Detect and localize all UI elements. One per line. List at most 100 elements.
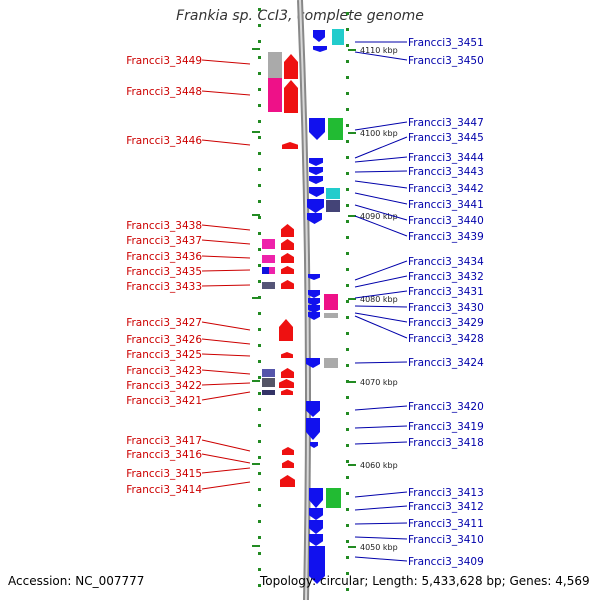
gene-label-francci3-3439[interactable]: Francci3_3439 <box>408 231 484 243</box>
gene-label-francci3-3429[interactable]: Francci3_3429 <box>408 317 484 329</box>
gene-glyph <box>282 447 294 455</box>
scale-label: 4090 kbp <box>360 212 398 221</box>
gene-label-francci3-3440[interactable]: Francci3_3440 <box>408 215 484 227</box>
ring-dot <box>346 556 349 559</box>
leader-line <box>354 405 408 411</box>
gene-label-francci3-3425[interactable]: Francci3_3425 <box>126 349 202 361</box>
scale-label: 4100 kbp <box>360 129 398 138</box>
ring-dot <box>346 444 349 447</box>
ring-dot <box>346 348 349 351</box>
leader-line <box>354 170 408 173</box>
leader-line <box>354 215 408 237</box>
ring-dot <box>258 392 261 395</box>
gene-label-francci3-3431[interactable]: Francci3_3431 <box>408 286 484 298</box>
gene-glyph <box>306 358 320 368</box>
gene-label-francci3-3444[interactable]: Francci3_3444 <box>408 152 484 164</box>
gene-glyph <box>308 290 320 298</box>
ring-dot <box>346 284 349 287</box>
ring-dot <box>346 588 349 591</box>
accession-label: Accession: NC_007777 <box>8 574 145 588</box>
gene-label-francci3-3419[interactable]: Francci3_3419 <box>408 421 484 433</box>
ring-dot <box>258 136 261 139</box>
ring-dot <box>258 328 261 331</box>
gene-label-francci3-3415[interactable]: Francci3_3415 <box>126 468 202 480</box>
ring-dot <box>346 316 349 319</box>
ring-dot <box>258 344 261 347</box>
gene-label-francci3-3426[interactable]: Francci3_3426 <box>126 334 202 346</box>
gene-label-francci3-3445[interactable]: Francci3_3445 <box>408 132 484 144</box>
ring-dot <box>258 56 261 59</box>
ring-dot <box>346 572 349 575</box>
gene-label-francci3-3428[interactable]: Francci3_3428 <box>408 333 484 345</box>
ring-dot <box>346 108 349 111</box>
gene-label-francci3-3430[interactable]: Francci3_3430 <box>408 302 484 314</box>
gene-label-francci3-3411[interactable]: Francci3_3411 <box>408 518 484 530</box>
ring-dot <box>346 300 349 303</box>
gene-glyph <box>281 266 294 274</box>
gene-label-francci3-3435[interactable]: Francci3_3435 <box>126 266 202 278</box>
gene-glyph <box>281 389 293 395</box>
gene-glyph <box>309 158 323 166</box>
gene-label-francci3-3450[interactable]: Francci3_3450 <box>408 55 484 67</box>
gene-label-francci3-3413[interactable]: Francci3_3413 <box>408 487 484 499</box>
gene-label-francci3-3441[interactable]: Francci3_3441 <box>408 199 484 211</box>
genome-summary: Topology: circular; Length: 5,433,628 bp… <box>260 574 590 588</box>
gene-label-francci3-3451[interactable]: Francci3_3451 <box>408 37 484 49</box>
gene-label-francci3-3447[interactable]: Francci3_3447 <box>408 117 484 129</box>
gene-label-francci3-3443[interactable]: Francci3_3443 <box>408 166 484 178</box>
gene-label-francci3-3421[interactable]: Francci3_3421 <box>126 395 202 407</box>
gene-glyph <box>282 460 294 468</box>
gene-label-francci3-3437[interactable]: Francci3_3437 <box>126 235 202 247</box>
gene-label-francci3-3412[interactable]: Francci3_3412 <box>408 501 484 513</box>
leader-line <box>354 204 408 221</box>
leader-line <box>201 382 251 386</box>
ring-dot <box>346 76 349 79</box>
gene-glyph <box>309 187 324 197</box>
gene-label-francci3-3432[interactable]: Francci3_3432 <box>408 271 484 283</box>
ring-dot <box>258 232 261 235</box>
gene-label-francci3-3449[interactable]: Francci3_3449 <box>126 55 202 67</box>
ring-dot <box>346 124 349 127</box>
gene-label-francci3-3434[interactable]: Francci3_3434 <box>408 256 484 268</box>
gene-label-francci3-3418[interactable]: Francci3_3418 <box>408 437 484 449</box>
ring-dot <box>346 460 349 463</box>
gene-label-francci3-3436[interactable]: Francci3_3436 <box>126 251 202 263</box>
gene-label-francci3-3416[interactable]: Francci3_3416 <box>126 449 202 461</box>
leader-line <box>201 224 251 231</box>
gene-label-francci3-3448[interactable]: Francci3_3448 <box>126 86 202 98</box>
leader-line <box>201 439 251 452</box>
gene-label-francci3-3442[interactable]: Francci3_3442 <box>408 183 484 195</box>
gene-label-francci3-3422[interactable]: Francci3_3422 <box>126 380 202 392</box>
gene-glyph <box>262 390 275 395</box>
gene-label-francci3-3438[interactable]: Francci3_3438 <box>126 220 202 232</box>
leader-line <box>354 290 408 299</box>
gene-label-francci3-3417[interactable]: Francci3_3417 <box>126 435 202 447</box>
leader-line <box>201 269 251 272</box>
leader-line <box>354 156 408 163</box>
gene-label-francci3-3424[interactable]: Francci3_3424 <box>408 357 484 369</box>
gene-glyph <box>309 546 325 584</box>
leader-line <box>354 275 408 288</box>
ring-dot <box>258 200 261 203</box>
gene-glyph <box>262 239 275 249</box>
gene-glyph <box>262 369 275 377</box>
ring-dot <box>258 280 261 283</box>
gene-label-francci3-3420[interactable]: Francci3_3420 <box>408 401 484 413</box>
gene-label-francci3-3409[interactable]: Francci3_3409 <box>408 556 484 568</box>
gene-label-francci3-3427[interactable]: Francci3_3427 <box>126 317 202 329</box>
ring-dot <box>346 12 349 15</box>
ring-dot <box>346 524 349 527</box>
gene-glyph <box>280 475 295 487</box>
gene-glyph <box>309 167 323 175</box>
ring-dot <box>346 220 349 223</box>
gene-label-francci3-3423[interactable]: Francci3_3423 <box>126 365 202 377</box>
ring-dot <box>346 412 349 415</box>
gene-label-francci3-3414[interactable]: Francci3_3414 <box>126 484 202 496</box>
gene-label-francci3-3410[interactable]: Francci3_3410 <box>408 534 484 546</box>
gene-glyph <box>281 253 294 263</box>
ring-dot <box>346 60 349 63</box>
gene-label-francci3-3446[interactable]: Francci3_3446 <box>126 135 202 147</box>
gene-label-francci3-3433[interactable]: Francci3_3433 <box>126 281 202 293</box>
gene-glyph <box>309 118 325 140</box>
